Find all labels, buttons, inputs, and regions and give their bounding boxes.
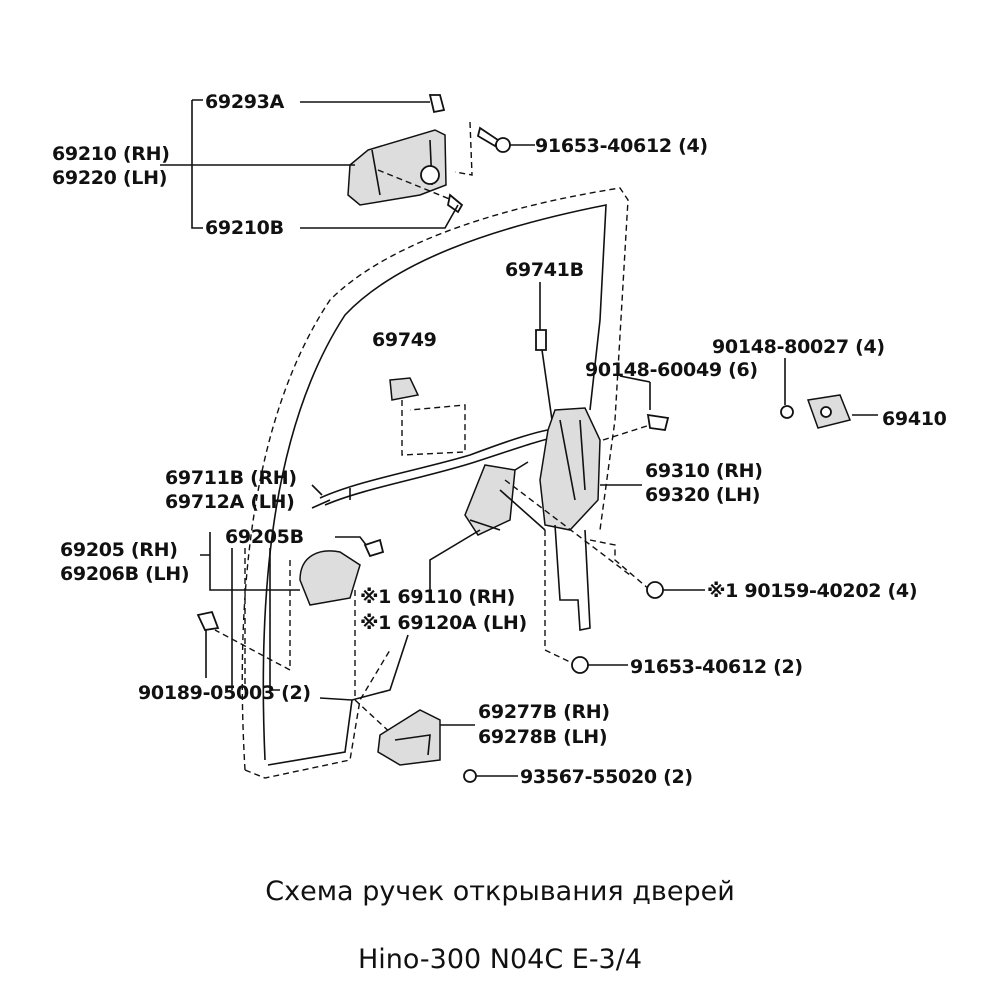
label-69205: 69205 (RH) [60,539,178,561]
label-90189-05003: 90189-05003 (2) [138,682,311,704]
label-90148-60049: 90148-60049 (6) [585,359,758,381]
label-69277b: 69277B (RH) [478,701,610,723]
label-90148-80027: 90148-80027 (4) [712,336,885,358]
label-69410: 69410 [882,408,947,430]
label-69205b: 69205B [225,526,304,548]
caption-model: Hino-300 N04C E-3/4 [358,944,642,975]
label-69278b: 69278B (LH) [478,726,607,748]
label-90159-40202: ※1 90159-40202 (4) [707,580,917,602]
caption-title: Схема ручек открывания дверей [265,876,735,907]
label-93567-55020: 93567-55020 (2) [520,766,693,788]
leader-lines [160,99,878,783]
label-69110: ※1 69110 (RH) [360,586,515,608]
label-69310: 69310 (RH) [645,460,763,482]
outside-handle-part [347,94,511,214]
label-69220-lh: 69220 (LH) [52,167,167,189]
label-69210-rh: 69210 (RH) [52,143,170,165]
label-69711b: 69711B (RH) [165,467,297,489]
label-69293a: 69293A [205,91,285,113]
label-69206b: 69206B (LH) [60,563,189,585]
label-91653-40612-4: 91653-40612 (4) [535,135,708,157]
label-69120a: ※1 69120A (LH) [360,612,527,634]
door-frame [241,187,629,779]
label-69741b: 69741B [505,259,584,281]
label-69712a: 69712A (LH) [165,491,295,513]
label-69210b: 69210B [205,217,284,239]
label-91653-40612-2: 91653-40612 (2) [630,656,803,678]
part-labels: 69293A 69210 (RH) 69220 (LH) 69210B 9165… [52,91,947,788]
label-69320: 69320 (LH) [645,484,760,506]
label-69749: 69749 [372,329,437,351]
